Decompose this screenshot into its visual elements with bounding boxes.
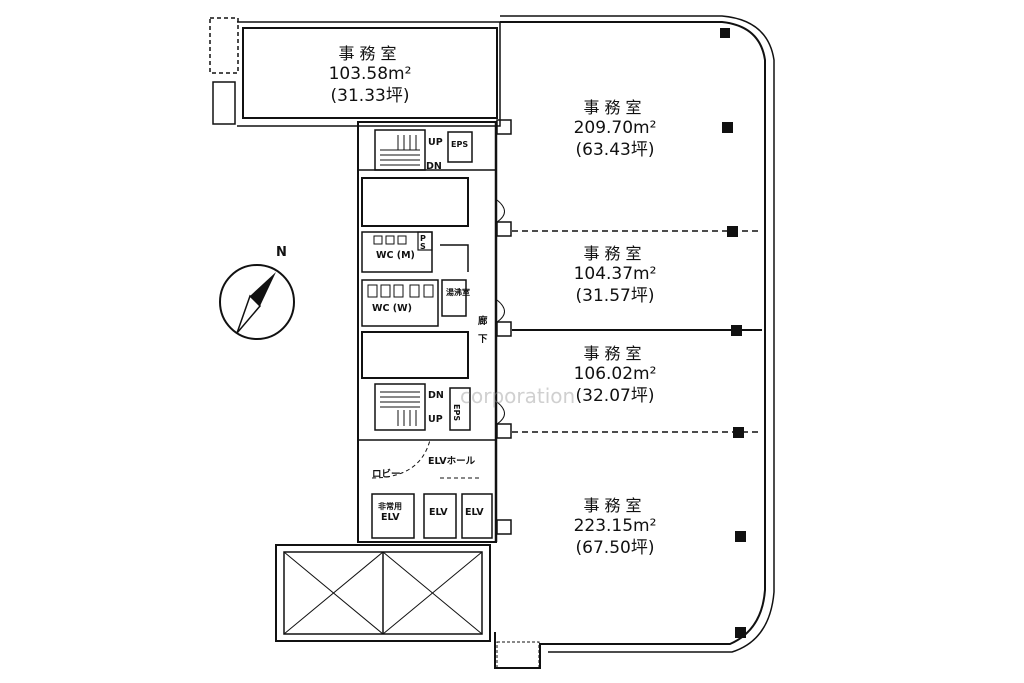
wc-w-room [361,279,439,327]
yuto-label: 湯沸室 [446,288,470,297]
stair-2-up-label: UP [428,414,443,425]
wc-m-label: WC (M) [376,250,415,261]
eps-2 [449,387,471,431]
office-label-4: 事務室 106.02m² (32.07坪) [545,344,685,408]
emergency-elv-label-bottom: ELV [381,512,400,523]
wc-w-label: WC (W) [372,303,412,314]
elv-2-label: ELV [465,507,484,518]
ps-label-top: P [420,234,426,243]
column-marker [733,427,744,438]
corridor-label-1: 廊 [478,316,488,327]
office-tsubo: (63.43坪) [575,140,655,161]
office-name: 事務室 [583,496,647,515]
office-1-outer-wall [237,21,501,127]
column-marker [731,325,742,336]
office-tsubo: (31.57坪) [575,286,655,307]
stair-2 [374,383,426,431]
corridor-label-2: 下 [478,334,488,345]
ps-label-bottom: S [420,242,426,251]
office-name: 事務室 [338,44,402,63]
eps-2-label: EPS [452,404,461,422]
office-1-dashed-bay [209,17,239,74]
stair-1-dn-label: DN [426,161,442,172]
compass-north-label: N [276,245,287,260]
office-label-1: 事務室 103.58m² (31.33坪) [300,44,440,108]
column-marker [735,627,746,638]
yuto-room [441,279,467,317]
void-area [275,544,491,642]
elv-2 [461,493,493,539]
office-name: 事務室 [583,344,647,363]
office-area: 209.70m² [573,118,657,139]
office-tsubo: (32.07坪) [575,386,655,407]
office-area: 106.02m² [573,364,657,385]
office-label-2: 事務室 209.70m² (63.43坪) [545,98,685,162]
emergency-elv-label-top: 非常用 [378,502,402,511]
column-marker [735,531,746,542]
office-label-3: 事務室 104.37m² (31.57坪) [545,244,685,308]
column-marker [722,122,733,133]
eps-1-label: EPS [451,140,469,149]
elv-hall-label: ELVホール [428,456,476,467]
stair-1-up-label: UP [428,137,443,148]
office-tsubo: (67.50坪) [575,538,655,559]
shaft-room-2 [361,331,469,379]
office-name: 事務室 [583,98,647,117]
elv-1 [423,493,457,539]
eps-1 [447,131,473,163]
office-area: 103.58m² [328,64,412,85]
east-office-outer-wall [500,15,775,653]
office-area: 223.15m² [573,516,657,537]
stair-1 [374,129,426,171]
lobby-label: ロビー [372,469,401,480]
office-1-shaft [212,81,236,125]
bottom-shaft [496,641,540,669]
column-marker [727,226,738,237]
east-office-wall [494,21,766,669]
stair-2-dn-label: DN [428,390,444,401]
emergency-elv [371,493,415,539]
office-1-wall [242,27,498,119]
elv-1-label: ELV [429,507,448,518]
office-name: 事務室 [583,244,647,263]
compass-icon [219,264,295,340]
shaft-room-1 [361,177,469,227]
office-area: 104.37m² [573,264,657,285]
office-tsubo: (31.33坪) [330,86,410,107]
column-marker [720,28,730,38]
office-label-5: 事務室 223.15m² (67.50坪) [545,496,685,560]
watermark-text: corporation [460,384,576,408]
wc-m-room [361,231,433,273]
